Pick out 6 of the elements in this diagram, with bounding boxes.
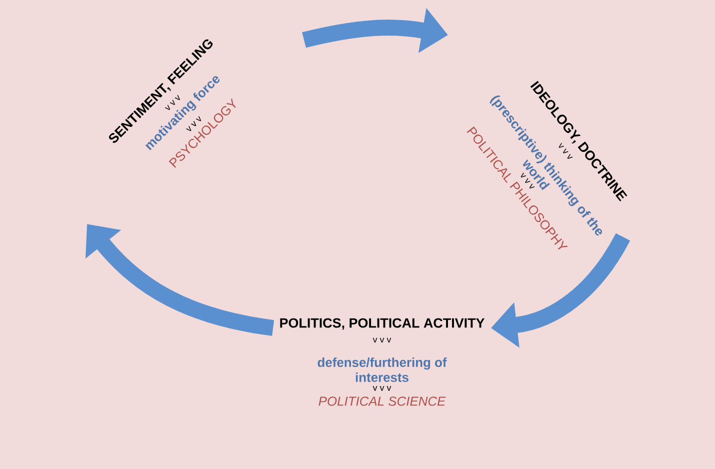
separator-text: v v v	[372, 338, 392, 343]
separator-text: v v v	[372, 386, 392, 391]
heading-text: POLITICS, POLITICAL ACTIVITY	[280, 318, 485, 330]
discipline-label: POLITICAL SCIENCE	[318, 396, 446, 406]
description-text: defense/furthering of interests	[318, 358, 447, 382]
separator-text: v v v	[558, 142, 573, 159]
